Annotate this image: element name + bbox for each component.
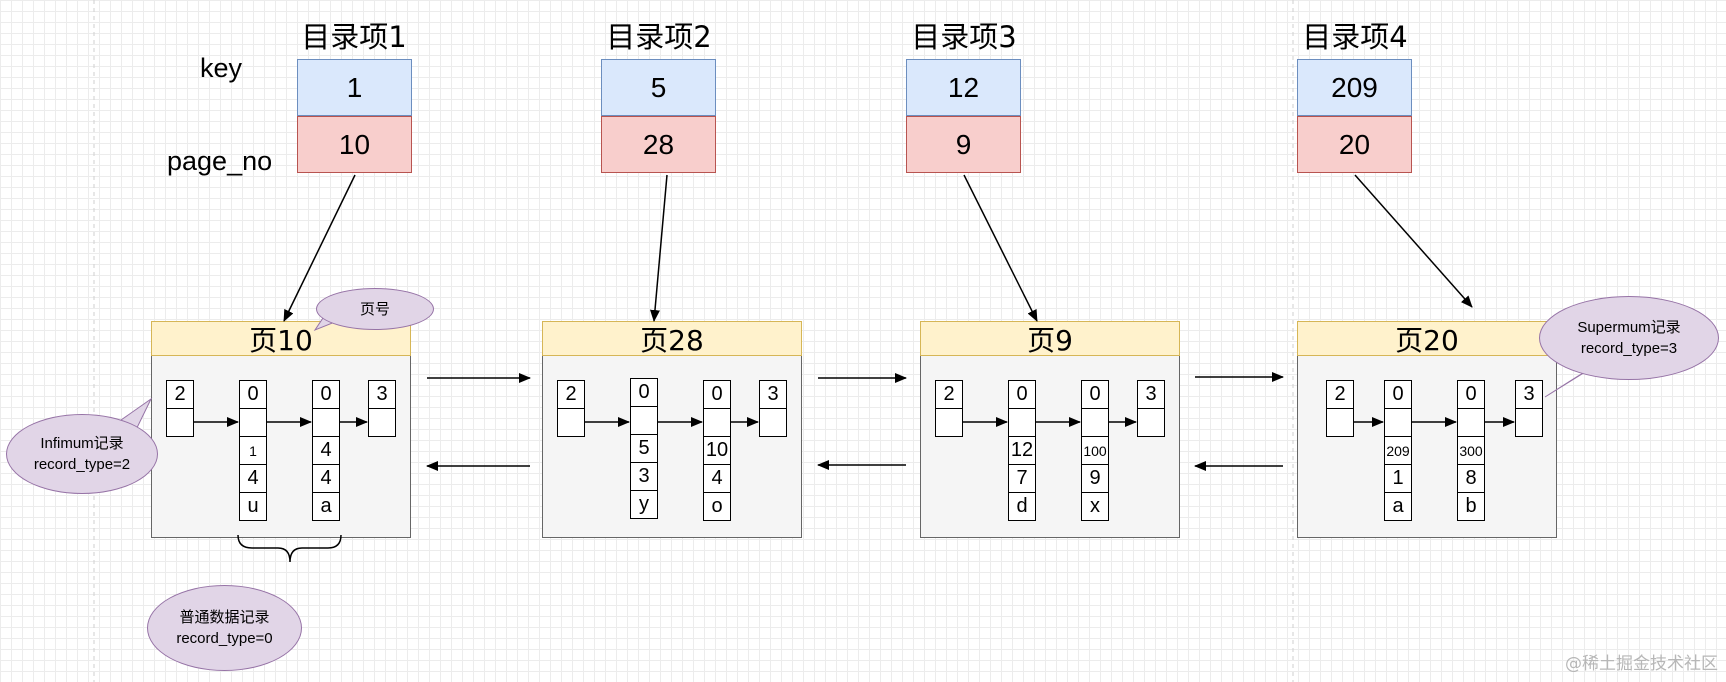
record-1-type: 0: [239, 380, 267, 409]
record-2-key: 4: [312, 436, 340, 465]
page-28-body: 2 0 5 3 y 0 10 4 o 3: [542, 356, 802, 538]
record-2-type: 0: [312, 380, 340, 409]
supremum-next-pointer: [759, 408, 787, 437]
record-1-key: 1: [239, 436, 267, 465]
infimum-record-type: 2: [1326, 380, 1354, 409]
supremum-record-type: 3: [368, 380, 396, 409]
directory-entry-1-key: 1: [297, 59, 412, 116]
supremum-next-pointer: [368, 408, 396, 437]
directory-entry-4-title: 目录项4: [1302, 20, 1408, 54]
key-row-label: key: [200, 53, 243, 83]
directory-entry-4-page-no: 20: [1297, 116, 1412, 173]
infimum-callout-line-2: record_type=2: [33, 456, 131, 473]
supremum-next-pointer: [1137, 408, 1165, 437]
record-1-col1: 7: [1008, 464, 1036, 493]
directory-entry-2-title: 目录项2: [606, 20, 712, 54]
page-20-header: 页20: [1297, 321, 1557, 357]
data-page-9: 页9 2 0 12 7 d 0 100 9 x 3: [920, 321, 1180, 538]
normal-callout-line-1: 普通数据记录: [179, 609, 270, 626]
dir2-to-page28-arrow: [649, 174, 668, 322]
record-1-col1: 1: [1384, 464, 1412, 493]
directory-entry-3-key: 12: [906, 59, 1021, 116]
record-1-col2: d: [1008, 492, 1036, 521]
record-1-next: [630, 406, 658, 435]
record-2-col2: x: [1081, 492, 1109, 521]
infimum-next-pointer: [166, 408, 194, 437]
record-1-key: 5: [630, 434, 658, 463]
record-2-type: 0: [1081, 380, 1109, 409]
directory-entry-2-key: 5: [601, 59, 716, 116]
record-1-type: 0: [1384, 380, 1412, 409]
directory-entry-3-title: 目录项3: [911, 20, 1017, 54]
infimum-record-type: 2: [935, 380, 963, 409]
directory-entry-3-page-no: 9: [906, 116, 1021, 173]
supremum-record-callout: Supermum记录 record_type=3: [1539, 296, 1719, 380]
record-1-type: 0: [1008, 380, 1036, 409]
supremum-next-pointer: [1515, 408, 1543, 437]
record-2-col2: b: [1457, 492, 1485, 521]
page-9-body: 2 0 12 7 d 0 100 9 x 3: [920, 356, 1180, 538]
record-1-col2: u: [239, 492, 267, 521]
dir3-to-page9-arrow: [963, 174, 1038, 322]
infimum-next-pointer: [1326, 408, 1354, 437]
record-2-key: 300: [1457, 436, 1485, 465]
directory-entry-4-key: 209: [1297, 59, 1412, 116]
supremum-record-type: 3: [1515, 380, 1543, 409]
supremum-callout-line-1: Supermum记录: [1577, 319, 1681, 336]
directory-entry-1-title: 目录项1: [301, 20, 407, 54]
page-20-body: 2 0 209 1 a 0 300 8 b 3: [1297, 356, 1557, 538]
infimum-record-callout: Infimum记录 record_type=2: [6, 414, 158, 494]
page-9-header: 页9: [920, 321, 1180, 357]
record-2-col1: 9: [1081, 464, 1109, 493]
supremum-callout-line-2: record_type=3: [1580, 340, 1678, 357]
directory-entry-2-page-no: 28: [601, 116, 716, 173]
record-2-next: [1457, 408, 1485, 437]
normal-callout-line-2: record_type=0: [176, 630, 273, 647]
record-2-next: [1081, 408, 1109, 437]
page-number-callout-text: 页号: [359, 300, 390, 318]
normal-record-callout: 普通数据记录 record_type=0: [147, 585, 302, 671]
record-1-col1: 3: [630, 462, 658, 491]
record-2-next: [312, 408, 340, 437]
dir4-to-page20-arrow: [1354, 174, 1473, 308]
data-page-20: 页20 2 0 209 1 a 0 300 8 b 3: [1297, 321, 1557, 538]
page-28-header: 页28: [542, 321, 802, 357]
watermark: @稀土掘金技术社区: [1565, 654, 1718, 674]
record-1-next: [1008, 408, 1036, 437]
infimum-next-pointer: [557, 408, 585, 437]
record-2-col2: o: [703, 492, 731, 521]
page-number-callout: 页号: [316, 288, 434, 330]
record-2-type: 0: [1457, 380, 1485, 409]
record-2-key: 10: [703, 436, 731, 465]
supremum-record-type: 3: [1137, 380, 1165, 409]
record-1-key: 209: [1384, 436, 1412, 465]
record-2-col1: 4: [703, 464, 731, 493]
infimum-record-type: 2: [166, 380, 194, 409]
data-page-10: 页10 2 0 1 4 u 0 4 4 a 3: [151, 321, 411, 538]
record-1-col2: a: [1384, 492, 1412, 521]
normal-records-brace: [237, 534, 342, 563]
page-no-row-label: page_no: [167, 146, 273, 176]
directory-entry-1-page-no: 10: [297, 116, 412, 173]
record-1-col2: y: [630, 490, 658, 519]
record-2-type: 0: [703, 380, 731, 409]
record-2-next: [703, 408, 731, 437]
record-2-col1: 8: [1457, 464, 1485, 493]
record-1-key: 12: [1008, 436, 1036, 465]
infimum-callout-line-1: Infimum记录: [40, 435, 124, 452]
data-page-28: 页28 2 0 5 3 y 0 10 4 o 3: [542, 321, 802, 538]
infimum-next-pointer: [935, 408, 963, 437]
record-1-type: 0: [630, 378, 658, 407]
infimum-record-type: 2: [557, 380, 585, 409]
record-2-col2: a: [312, 492, 340, 521]
record-2-key: 100: [1081, 436, 1109, 465]
record-1-next: [239, 408, 267, 437]
record-1-col1: 4: [239, 464, 267, 493]
supremum-record-type: 3: [759, 380, 787, 409]
record-2-col1: 4: [312, 464, 340, 493]
page-10-body: 2 0 1 4 u 0 4 4 a 3: [151, 356, 411, 538]
record-1-next: [1384, 408, 1412, 437]
